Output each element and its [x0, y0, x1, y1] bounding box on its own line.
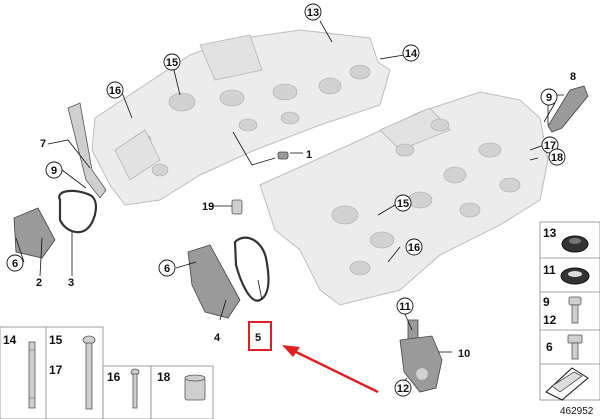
sleeve-19 — [231, 199, 243, 215]
sleeve-icon — [184, 374, 206, 401]
callout-number: 15 — [397, 198, 409, 210]
side-11: 11 — [543, 263, 556, 277]
callout-bubble-c15a: 15 — [163, 53, 181, 71]
callout-number: 16 — [408, 242, 420, 254]
side-6: 6 — [546, 340, 553, 354]
callout-8: 8 — [570, 71, 576, 83]
callout-19: 19 — [202, 201, 214, 213]
callout-number: 6 — [12, 258, 18, 270]
callout-bubble-c16a: 16 — [106, 81, 124, 99]
callout-circle — [402, 44, 420, 62]
callout-circle — [396, 297, 414, 315]
callout-number: 6 — [164, 263, 170, 275]
side-catalog: 13 11 9 12 6 — [539, 221, 600, 401]
catalog-14: 14 — [3, 333, 17, 347]
catalog-18: 18 — [157, 370, 171, 384]
seal-ring-icon — [560, 267, 590, 285]
callout-4: 4 — [214, 332, 221, 344]
callout-bubble-c9a: 9 — [45, 161, 63, 179]
side-13: 13 — [543, 226, 557, 240]
callout-circle — [394, 194, 412, 212]
bolt-1 — [277, 151, 289, 160]
callout-number: 17 — [544, 140, 556, 152]
side-12: 12 — [543, 313, 557, 327]
cover-plate-4 — [187, 244, 241, 319]
callout-number: 12 — [397, 383, 409, 395]
callout-number: 9 — [51, 165, 57, 177]
callout-number: 11 — [399, 301, 411, 313]
callout-number: 15 — [166, 57, 178, 69]
grommet-icon — [561, 235, 589, 253]
highlight-arrow — [282, 345, 379, 394]
callout-7: 7 — [40, 138, 46, 150]
callout-bubble-c11: 11 — [396, 297, 414, 315]
callout-number: 13 — [307, 7, 319, 19]
callout-circle — [304, 3, 322, 21]
gasket-3 — [58, 189, 97, 234]
callout-circle — [548, 148, 566, 166]
gasket-5 — [233, 236, 270, 302]
callout-number: 16 — [109, 85, 121, 97]
bottom-catalog: 14 15 17 16 18 — [0, 326, 214, 419]
callout-bubble-c14: 14 — [402, 44, 420, 62]
cap-screw-icon — [568, 296, 582, 324]
callout-bubble-c17: 17 — [541, 136, 559, 154]
callout-bubble-c13: 13 — [304, 3, 322, 21]
bracket-7 — [67, 102, 107, 199]
callout-1: 1 — [306, 149, 312, 161]
screw-icon — [130, 368, 140, 409]
callout-circle — [394, 379, 412, 397]
document-number: 462952 — [560, 406, 594, 417]
callout-circle — [106, 81, 124, 99]
callout-bubble-c9b: 9 — [540, 88, 558, 106]
callout-bubble-c16b: 16 — [405, 238, 423, 256]
callout-bubble-c6b: 6 — [158, 259, 176, 277]
callout-bubble-c12: 12 — [394, 379, 412, 397]
hex-bolt-icon — [567, 334, 583, 360]
callout-circle — [405, 238, 423, 256]
callout-5: 5 — [255, 332, 261, 344]
callout-number: 18 — [551, 152, 563, 164]
callout-circle — [6, 254, 24, 272]
stud-bolt-icon — [28, 341, 36, 409]
hardware-set-icon — [545, 367, 589, 401]
callout-number: 9 — [546, 92, 552, 104]
callout-circle — [45, 161, 63, 179]
cover-plate-2 — [13, 207, 56, 259]
long-bolt-icon — [82, 335, 96, 410]
catalog-17: 17 — [49, 363, 63, 377]
callout-circle — [540, 88, 558, 106]
callout-circle — [163, 53, 181, 71]
catalog-16: 16 — [107, 370, 121, 384]
sensor-8 — [547, 85, 589, 133]
callout-bubble-c6a: 6 — [6, 254, 24, 272]
highlight-box-5 — [248, 321, 272, 351]
callout-3: 3 — [68, 277, 74, 289]
callout-number: 14 — [405, 48, 418, 60]
callout-10: 10 — [458, 348, 470, 360]
callout-circle — [158, 259, 176, 277]
solenoid-10 — [399, 319, 443, 393]
callout-bubble-c18: 18 — [548, 148, 566, 166]
catalog-15: 15 — [49, 333, 63, 347]
callout-bubble-c15b: 15 — [394, 194, 412, 212]
side-9: 9 — [543, 295, 550, 309]
rear-cylinder-head — [91, 29, 391, 206]
callout-2: 2 — [36, 277, 42, 289]
